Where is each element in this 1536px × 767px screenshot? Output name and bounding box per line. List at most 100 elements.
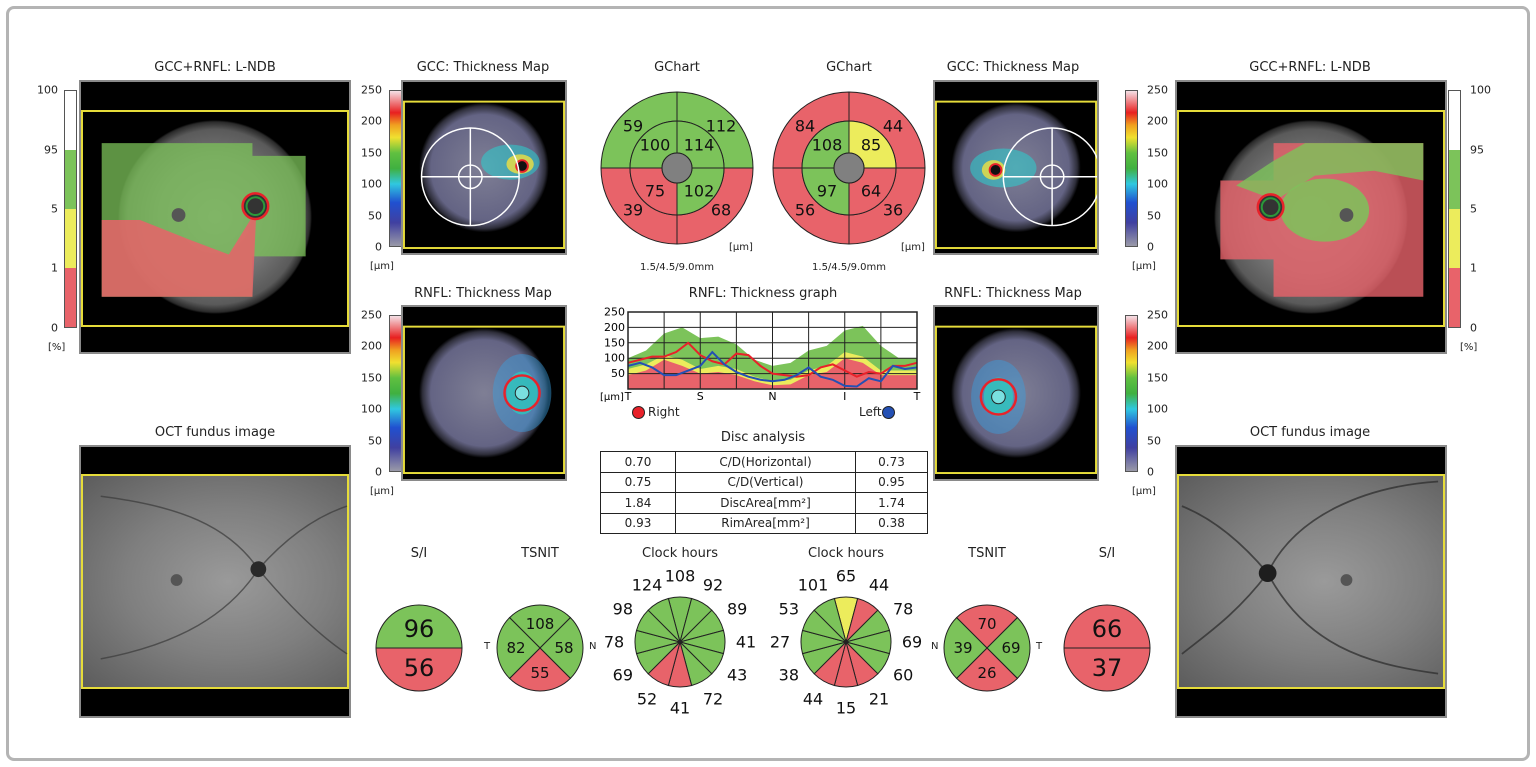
oct-fundus-right-eye[interactable] xyxy=(79,445,351,718)
x-tick-label: T xyxy=(624,390,632,403)
clock-hour-value: 41 xyxy=(670,699,690,718)
ndb-map-left-eye[interactable] xyxy=(1175,80,1447,354)
scan-area-box xyxy=(1177,110,1445,327)
thickness-tick: 200 xyxy=(361,339,382,353)
gchart-inner-value: 100 xyxy=(640,136,671,155)
thickness-colorbar xyxy=(1125,90,1138,247)
gcc-map-left-eye[interactable] xyxy=(933,80,1099,255)
oct-fundus-title-right: OCT fundus image xyxy=(154,425,276,440)
si-inferior-sector xyxy=(375,647,463,692)
gchart-outer-value: 84 xyxy=(795,117,815,136)
thickness-tick: 100 xyxy=(361,177,382,191)
rnfl-map-left-eye[interactable] xyxy=(933,305,1099,481)
gchart-outer-value: 68 xyxy=(711,201,731,220)
ndb-map-right-eye[interactable] xyxy=(79,80,351,354)
si-title-right: S/I xyxy=(410,546,428,561)
tsnit-value: 82 xyxy=(506,639,525,657)
rnfl-map-overlay xyxy=(403,325,565,474)
x-tick-label: S xyxy=(697,390,704,403)
gchart-outer-value: 112 xyxy=(706,117,737,136)
left-eye-legend-dot xyxy=(882,406,895,419)
gchart-center xyxy=(661,152,693,184)
thickness-tick: 250 xyxy=(361,308,382,322)
thickness-tick: 100 xyxy=(1147,402,1168,416)
left-value: 0.73 xyxy=(855,451,928,473)
clock-hour-value: 43 xyxy=(727,666,747,685)
clock-hour-value: 78 xyxy=(893,600,913,619)
ndb-tick: 1 xyxy=(1470,261,1477,275)
x-tick-label: T xyxy=(913,390,921,403)
gchart-outer-value: 36 xyxy=(883,201,903,220)
tsnit-sector xyxy=(955,647,1019,692)
parameter: RimArea[mm²] xyxy=(675,512,856,534)
left-value: 0.38 xyxy=(855,512,928,534)
tsnit-value: 26 xyxy=(977,664,996,682)
ndb-colorbar-right xyxy=(64,90,77,328)
left-value: 0.95 xyxy=(855,471,928,493)
right-value: 0.93 xyxy=(600,512,676,534)
thickness-tick: 200 xyxy=(1147,339,1168,353)
si-inferior-sector xyxy=(1063,647,1151,692)
si-inferior-value: 56 xyxy=(404,654,435,682)
clock-hour-value: 108 xyxy=(665,567,696,586)
tsnit-sector xyxy=(986,616,1031,680)
thickness-tick: 0 xyxy=(1147,465,1154,479)
gchart-inner-value: 97 xyxy=(817,182,837,201)
clock-title-right: Clock hours xyxy=(641,546,719,561)
tsnit-temporal-label: T xyxy=(1036,641,1043,652)
clock-hour-sector xyxy=(647,597,681,644)
tsnit-value: 108 xyxy=(526,615,555,633)
clock-hour-value: 60 xyxy=(893,666,913,685)
clock-hour-value: 89 xyxy=(727,600,747,619)
si-superior-sector xyxy=(375,604,463,649)
x-tick-label: I xyxy=(843,390,846,403)
tsnit-sector xyxy=(508,604,572,649)
tsnit-sector xyxy=(955,604,1019,649)
clock-hour-value: 78 xyxy=(604,633,624,652)
clock-hour-value: 65 xyxy=(836,567,856,586)
thickness-tick: 0 xyxy=(375,240,382,254)
thickness-tick: 150 xyxy=(1147,146,1168,160)
disc-analysis-title: Disc analysis xyxy=(720,430,806,445)
gchart-outer-value: 56 xyxy=(795,201,815,220)
series-right-line xyxy=(627,341,918,378)
tsnit-nasal-label: N xyxy=(931,641,939,652)
clock-hour-value: 72 xyxy=(703,690,723,709)
gchart-center xyxy=(833,152,865,184)
graph-border xyxy=(627,311,918,390)
right-value: 0.75 xyxy=(600,471,676,493)
ndb-unit: [%] xyxy=(1460,342,1478,353)
si-inferior-value: 37 xyxy=(1092,654,1123,682)
gcc-map-right-eye[interactable] xyxy=(401,80,567,255)
gchart-inner-value: 102 xyxy=(684,182,715,201)
fundus-vessels xyxy=(100,495,348,660)
thickness-tick: 100 xyxy=(1147,177,1168,191)
rnfl-map-right-eye[interactable] xyxy=(401,305,567,481)
tsnit-title-right: TSNIT xyxy=(521,546,559,561)
oct-fundus-left-eye[interactable] xyxy=(1175,445,1447,718)
left-value: 1.74 xyxy=(855,492,928,514)
gcc-map-title-left: GCC: Thickness Map xyxy=(946,60,1080,75)
fundus-vessels xyxy=(1181,480,1439,675)
si-superior-sector xyxy=(1063,604,1151,649)
y-unit: [µm] xyxy=(600,392,624,403)
x-tick-label: N xyxy=(768,390,776,403)
gchart-outer-value: 44 xyxy=(883,117,903,136)
gchart-outer-value: 59 xyxy=(623,117,643,136)
y-tick-label: 50 xyxy=(611,367,625,380)
thickness-tick: 150 xyxy=(1147,371,1168,385)
clock-hour-value: 53 xyxy=(779,600,799,619)
rnfl-map-title-left: RNFL: Thickness Map xyxy=(944,286,1082,301)
thickness-tick: 250 xyxy=(1147,308,1168,322)
parameter: C/D(Horizontal) xyxy=(675,451,856,473)
ndb-tick: 0 xyxy=(1470,321,1477,335)
tsnit-sector xyxy=(539,616,584,680)
clock-hour-sector xyxy=(813,597,847,644)
ndb-unit: [%] xyxy=(48,342,66,353)
